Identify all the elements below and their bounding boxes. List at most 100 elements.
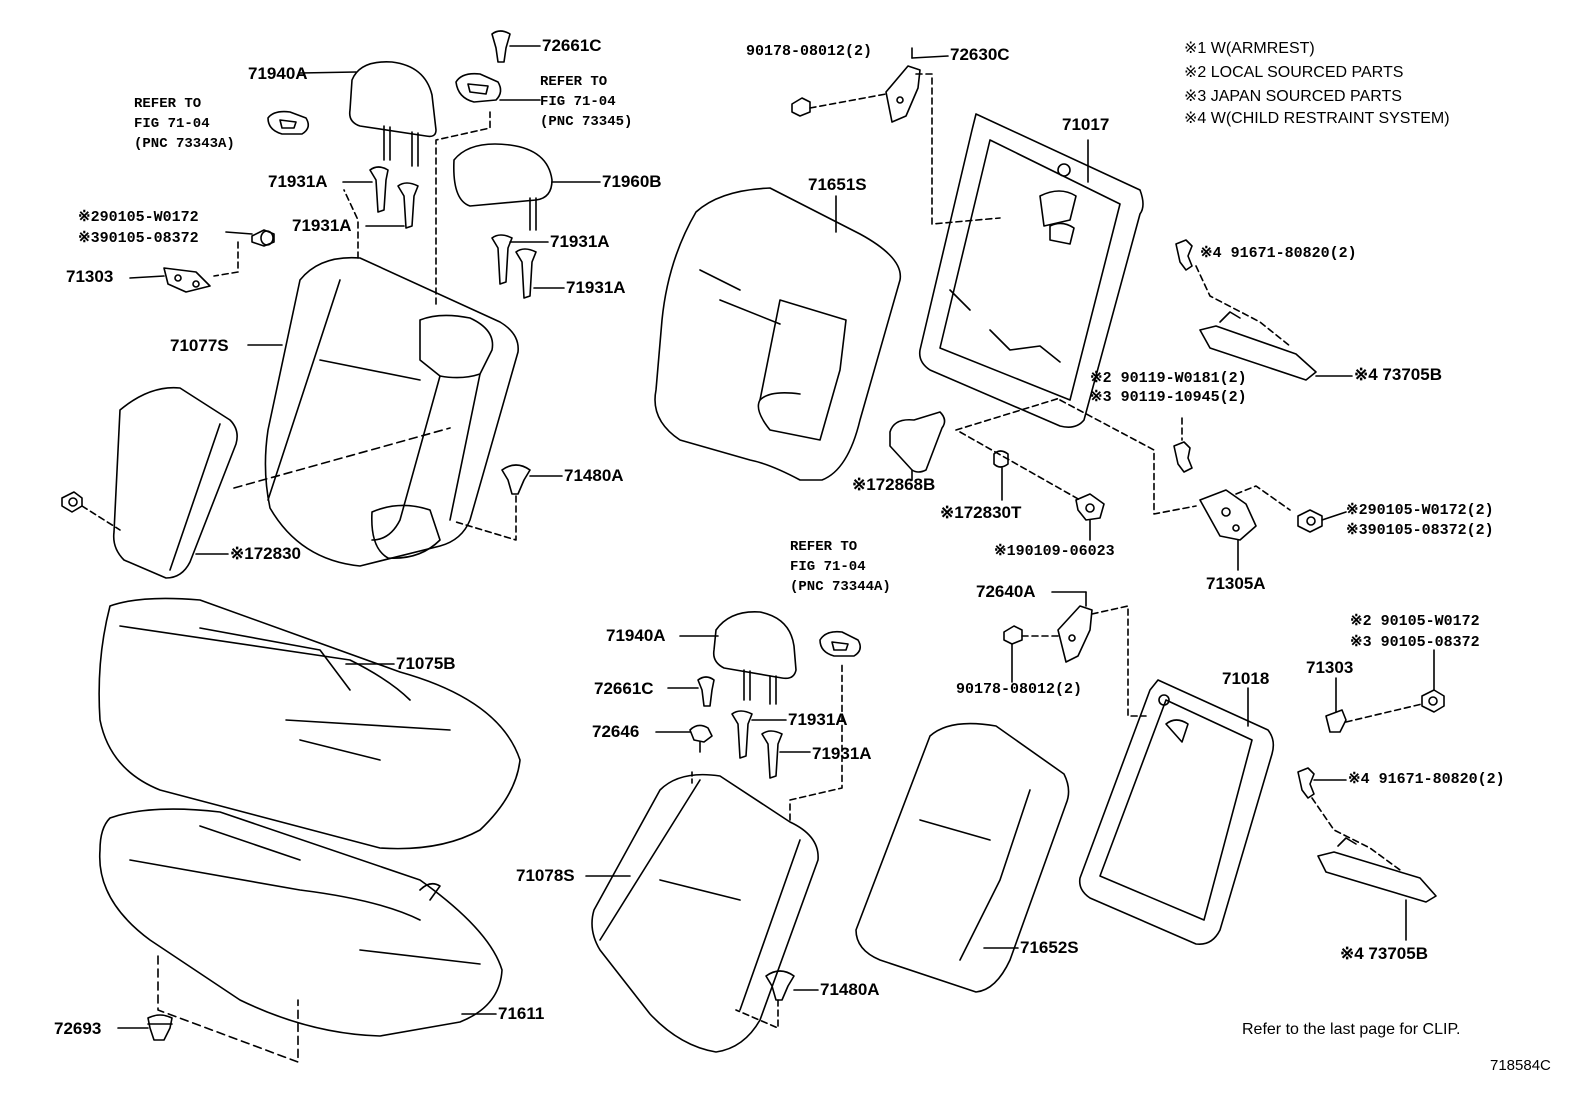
- pin-71931a-5: [731, 710, 753, 759]
- hinge-72630c: [885, 65, 921, 123]
- ref-line: FIG 71-04: [134, 116, 210, 132]
- label-71017: 71017: [1062, 115, 1110, 134]
- bolt-90109: [1075, 493, 1105, 521]
- bolt-91671-bottom: [1297, 767, 1315, 799]
- guide-73345: [455, 72, 502, 103]
- ref-line: REFER TO: [790, 539, 858, 555]
- seatback-71077s: [264, 256, 519, 567]
- label-90119-japan: ※3 90119-10945(2): [1090, 389, 1247, 406]
- cap-72830t: [993, 450, 1009, 468]
- ref-line: REFER TO: [540, 74, 608, 90]
- label-90105-japan-left: ※390105-08372: [78, 230, 199, 247]
- legend-3: ※3 JAPAN SOURCED PARTS: [1184, 88, 1402, 105]
- label-71931a-5: 71931A: [788, 710, 848, 729]
- label-71931a-3: 71931A: [550, 232, 610, 251]
- clip-71480a-bottom: [765, 970, 795, 1001]
- label-72693: 72693: [54, 1019, 102, 1038]
- pin-71931a-3: [491, 234, 513, 285]
- label-71077s: 71077S: [170, 336, 229, 355]
- label-72830: ※172830: [230, 544, 301, 563]
- headrest-71960b: [453, 143, 553, 231]
- clip-72693: [147, 1014, 173, 1041]
- diagram-code: 718584C: [1490, 1057, 1551, 1074]
- label-90105-local-right2: ※2 90105-W0172: [1350, 613, 1480, 630]
- label-71931a-2: 71931A: [292, 216, 352, 235]
- label-90105-local-left: ※290105-W0172: [78, 209, 199, 226]
- clip-reference-note: Refer to the last page for CLIP.: [1242, 1021, 1461, 1038]
- label-71931a-4: 71931A: [566, 278, 626, 297]
- label-71078s: 71078S: [516, 866, 575, 885]
- clip-72646: [689, 724, 713, 753]
- bracket-71303-right: [1325, 709, 1347, 733]
- cushion-cover-71075b: [98, 597, 521, 850]
- anchor-73705b-bottom: [1317, 837, 1437, 903]
- pin-71931a-4: [515, 248, 537, 299]
- bolt-90105-left: [251, 229, 275, 247]
- label-72830t: ※172830T: [940, 503, 1022, 522]
- armrest-72830: [112, 386, 238, 579]
- ref-line: (PNC 73344A): [790, 579, 891, 595]
- bolt-armrest: [61, 491, 83, 513]
- bolt-90105-right2: [1421, 689, 1445, 713]
- label-90105-local-right: ※290105-W0172(2): [1346, 502, 1494, 519]
- bracket-71303-left: [163, 267, 211, 293]
- nut-90178-top: [791, 97, 811, 117]
- ref-line: FIG 71-04: [540, 94, 616, 110]
- label-71652s: 71652S: [1020, 938, 1079, 957]
- label-72630c: 72630C: [950, 45, 1010, 64]
- seatback-71078s: [591, 773, 819, 1053]
- ref-line: REFER TO: [134, 96, 202, 112]
- label-90105-japan-right2: ※3 90105-08372: [1350, 634, 1480, 651]
- panel-71018: [1078, 679, 1275, 946]
- pin-72661c-top: [491, 30, 511, 63]
- legend-2: ※2 LOCAL SOURCED PARTS: [1184, 64, 1404, 81]
- label-71075b: 71075B: [396, 654, 456, 673]
- label-90109: ※190109-06023: [994, 543, 1115, 560]
- label-72868b: ※172868B: [852, 475, 936, 494]
- legend-1: ※1 W(ARMREST): [1184, 40, 1315, 57]
- label-71480a-top: 71480A: [564, 466, 624, 485]
- label-90105-japan-right: ※390105-08372(2): [1346, 522, 1494, 539]
- label-71940a-bottom: 71940A: [606, 626, 666, 645]
- pin-72661c-bottom: [697, 676, 715, 707]
- label-90178-top: 90178-08012(2): [746, 43, 873, 60]
- hinge-72640a: [1057, 605, 1093, 663]
- bracket-71305a: [1199, 489, 1257, 541]
- label-91671-bottom: ※4 91671-80820(2): [1348, 771, 1505, 788]
- pin-71931a-2: [397, 182, 419, 229]
- label-71303-right: 71303: [1306, 658, 1354, 677]
- hinge-72868b: [889, 411, 946, 473]
- nut-90178-bottom: [1003, 625, 1023, 645]
- bolt-90119: [1173, 441, 1193, 473]
- ref-block-73343a: REFER TO FIG 71-04 (PNC 73343A): [134, 94, 235, 154]
- ref-line: (PNC 73345): [540, 114, 633, 130]
- headrest-bottom: [712, 611, 797, 705]
- ref-line: (PNC 73343A): [134, 136, 235, 152]
- pin-71931a-6: [761, 730, 783, 779]
- bolt-91671-top: [1175, 239, 1193, 271]
- anchor-73705b-top: [1199, 311, 1317, 381]
- bolt-90105-right: [1297, 509, 1323, 533]
- guide-73344a: [819, 630, 862, 657]
- label-71931a-1: 71931A: [268, 172, 328, 191]
- panel-71017: [918, 113, 1144, 428]
- label-71480a-bottom: 71480A: [820, 980, 880, 999]
- label-72661c-top: 72661C: [542, 36, 602, 55]
- label-72646: 72646: [592, 722, 640, 741]
- label-73705b-bottom: ※4 73705B: [1340, 944, 1428, 963]
- label-73705b-top: ※4 73705B: [1354, 365, 1442, 384]
- label-71931a-6: 71931A: [812, 744, 872, 763]
- guide-73343a: [267, 110, 310, 135]
- headrest-top-left: [348, 61, 437, 167]
- label-72661c-bottom: 72661C: [594, 679, 654, 698]
- clip-71480a-top: [501, 464, 531, 495]
- seatback-pad-71651s: [654, 187, 902, 481]
- ref-block-73345: REFER TO FIG 71-04 (PNC 73345): [540, 72, 632, 132]
- seatback-pad-71652s: [855, 722, 1070, 993]
- pin-71931a-1: [369, 166, 389, 213]
- label-71303-left: 71303: [66, 267, 114, 286]
- label-90178-bottom: 90178-08012(2): [956, 681, 1083, 698]
- legend-4: ※4 W(CHILD RESTRAINT SYSTEM): [1184, 110, 1450, 127]
- label-91671-top: ※4 91671-80820(2): [1200, 245, 1357, 262]
